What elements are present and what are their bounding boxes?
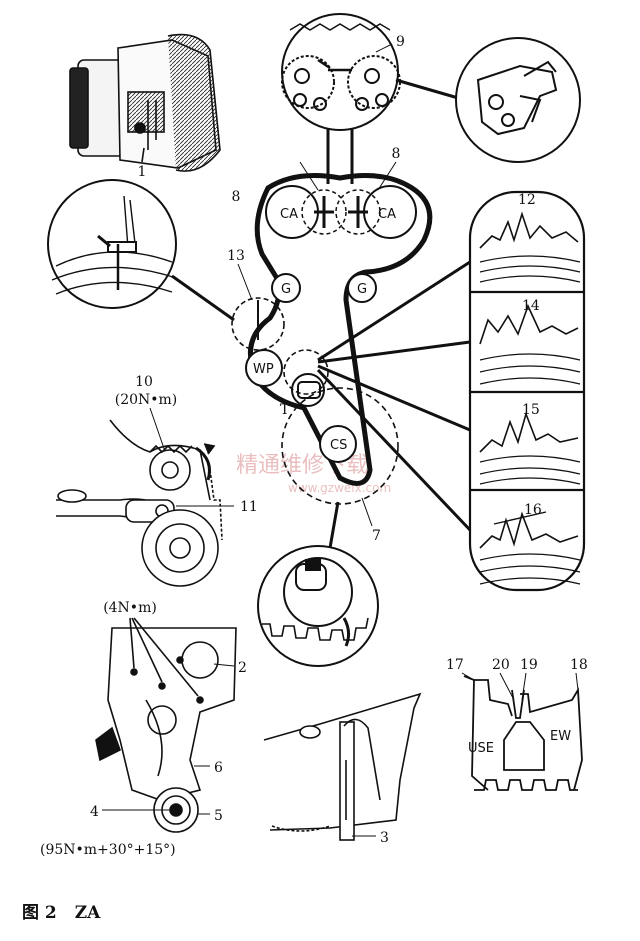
callout-4: 4 xyxy=(90,804,99,820)
callout-12: 12 xyxy=(518,192,536,208)
callout-13: 13 xyxy=(227,248,245,264)
callout-10: 10 xyxy=(135,374,153,390)
torque-10: (20N•m) xyxy=(115,392,178,408)
tensioner-adjust-illustration xyxy=(56,419,223,587)
crank-sprocket-detail xyxy=(257,545,379,667)
watermark-url: www.gzweix.com xyxy=(288,481,391,495)
callout-7: 7 xyxy=(372,528,381,544)
pulley-g-right: G xyxy=(357,282,367,297)
mark-ew: EW xyxy=(550,729,571,744)
callout-11: 11 xyxy=(240,499,258,515)
callout-19: 19 xyxy=(520,657,538,673)
cam-housing-illustration xyxy=(263,692,422,841)
pulley-ca-right: CA xyxy=(378,207,396,222)
cover-bracket-illustration xyxy=(95,617,237,833)
timing-belt-layout xyxy=(231,173,433,505)
cam-alignment-detail xyxy=(281,13,401,131)
pump-mark-detail xyxy=(47,179,177,309)
figure-number: 图 2 xyxy=(22,903,57,923)
callout-1: 1 xyxy=(138,164,147,180)
pulley-g-left: G xyxy=(281,282,291,297)
panel-leaders xyxy=(316,260,472,532)
label-t: T xyxy=(280,402,290,418)
cam-lock-tool-detail xyxy=(455,37,581,163)
callout-20: 20 xyxy=(492,657,510,673)
wear-gauge-illustration xyxy=(463,675,583,791)
callout-16: 16 xyxy=(524,502,542,518)
pulley-wp: WP xyxy=(253,362,274,377)
torque-cover: (4N•m) xyxy=(103,600,157,616)
callout-18: 18 xyxy=(570,657,588,673)
pulley-ca-left: CA xyxy=(280,207,298,222)
callout-5: 5 xyxy=(214,808,223,824)
callout-8-right: 8 xyxy=(392,146,401,162)
callout-8-left: 8 xyxy=(232,189,241,205)
callout-14: 14 xyxy=(522,298,540,314)
callout-15: 15 xyxy=(522,402,540,418)
callout-17: 17 xyxy=(446,657,464,673)
callout-2: 2 xyxy=(238,660,247,676)
callout-9: 9 xyxy=(396,34,405,50)
callout-3: 3 xyxy=(380,830,389,846)
callout-6: 6 xyxy=(214,760,223,776)
torque-crank: (95N•m+30°+15°) xyxy=(40,842,176,858)
mark-use: USE xyxy=(468,741,494,756)
pulley-cs: CS xyxy=(330,438,347,453)
tensioner-assembly-illustration xyxy=(69,33,221,172)
tooth-wear-panels xyxy=(468,190,586,592)
figure-caption: 图 2 ZA xyxy=(22,898,118,923)
figure-title: ZA xyxy=(74,903,101,923)
